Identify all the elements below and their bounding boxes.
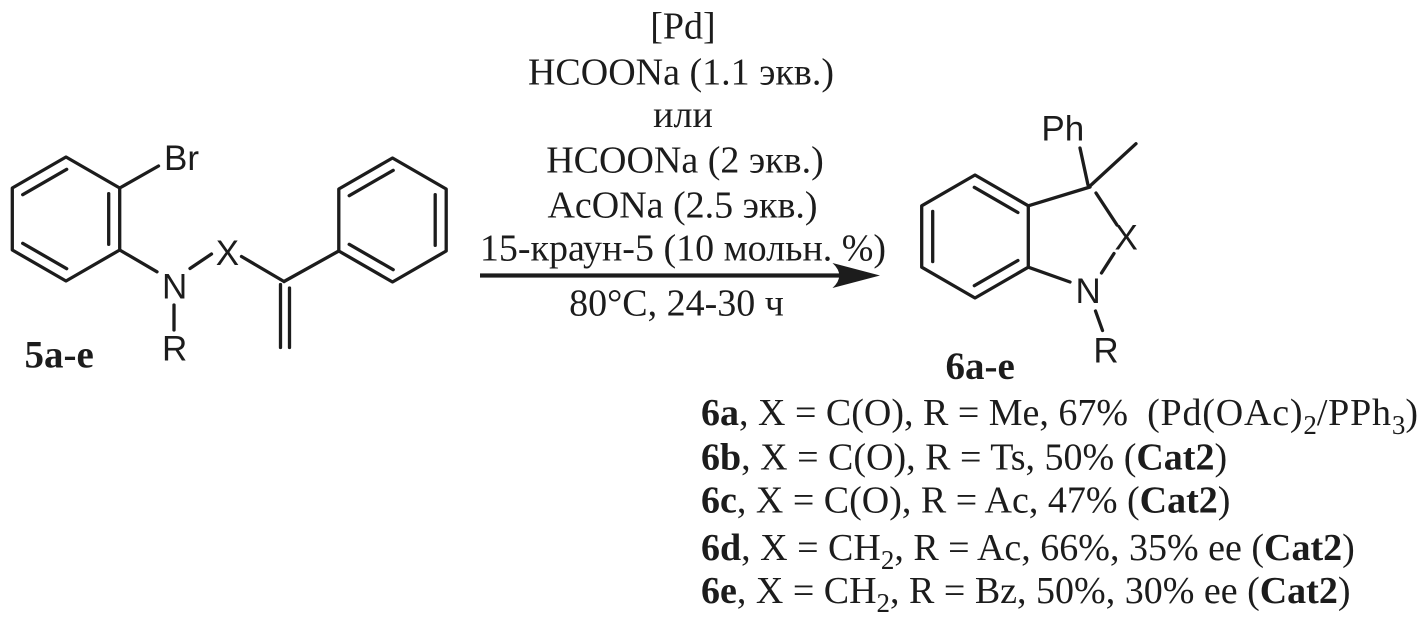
svg-text:6b, X = C(O), R = Ts, 50% (Cat: 6b, X = C(O), R = Ts, 50% (Cat2) <box>701 437 1227 479</box>
svg-text:HCOONa (2 экв.): HCOONa (2 экв.) <box>546 140 824 182</box>
svg-text:80°C, 24-30 ч: 80°C, 24-30 ч <box>569 283 784 325</box>
svg-text:HCOONa (1.1 экв.): HCOONa (1.1 экв.) <box>528 52 834 94</box>
svg-text:5a-e: 5a-e <box>25 334 94 377</box>
svg-text:6a, X = C(O), R = Me, 67% (Pd: 6a, X = C(O), R = Me, 67% (Pd(OAc)2/PPh3… <box>701 392 1417 440</box>
svg-text:X: X <box>216 234 239 273</box>
svg-text:6e, X = CH2, R = Bz, 50%, 30%: 6e, X = CH2, R = Bz, 50%, 30% ee (Cat2) <box>701 570 1351 618</box>
svg-text:AcONa (2.5 экв.): AcONa (2.5 экв.) <box>547 185 817 227</box>
svg-text:15-краун-5 (10 мольн. %): 15-краун-5 (10 мольн. %) <box>480 228 886 270</box>
svg-text:[Pd]: [Pd] <box>650 6 715 48</box>
svg-text:X: X <box>1115 219 1138 258</box>
svg-text:N: N <box>1076 272 1101 311</box>
svg-text:R: R <box>162 330 187 369</box>
svg-text:Ph: Ph <box>1041 110 1084 149</box>
svg-text:R: R <box>1093 331 1118 370</box>
svg-text:N: N <box>162 268 187 307</box>
svg-text:6c, X = C(O), R = Ac, 47% (Cat: 6c, X = C(O), R = Ac, 47% (Cat2) <box>701 480 1230 522</box>
svg-text:6a-e: 6a-e <box>946 345 1015 388</box>
svg-text:или: или <box>653 94 713 136</box>
svg-text:6d, X = CH2, R = Ac, 66%, 35%: 6d, X = CH2, R = Ac, 66%, 35% ee (Cat2) <box>701 527 1355 575</box>
svg-text:Br: Br <box>164 139 199 178</box>
